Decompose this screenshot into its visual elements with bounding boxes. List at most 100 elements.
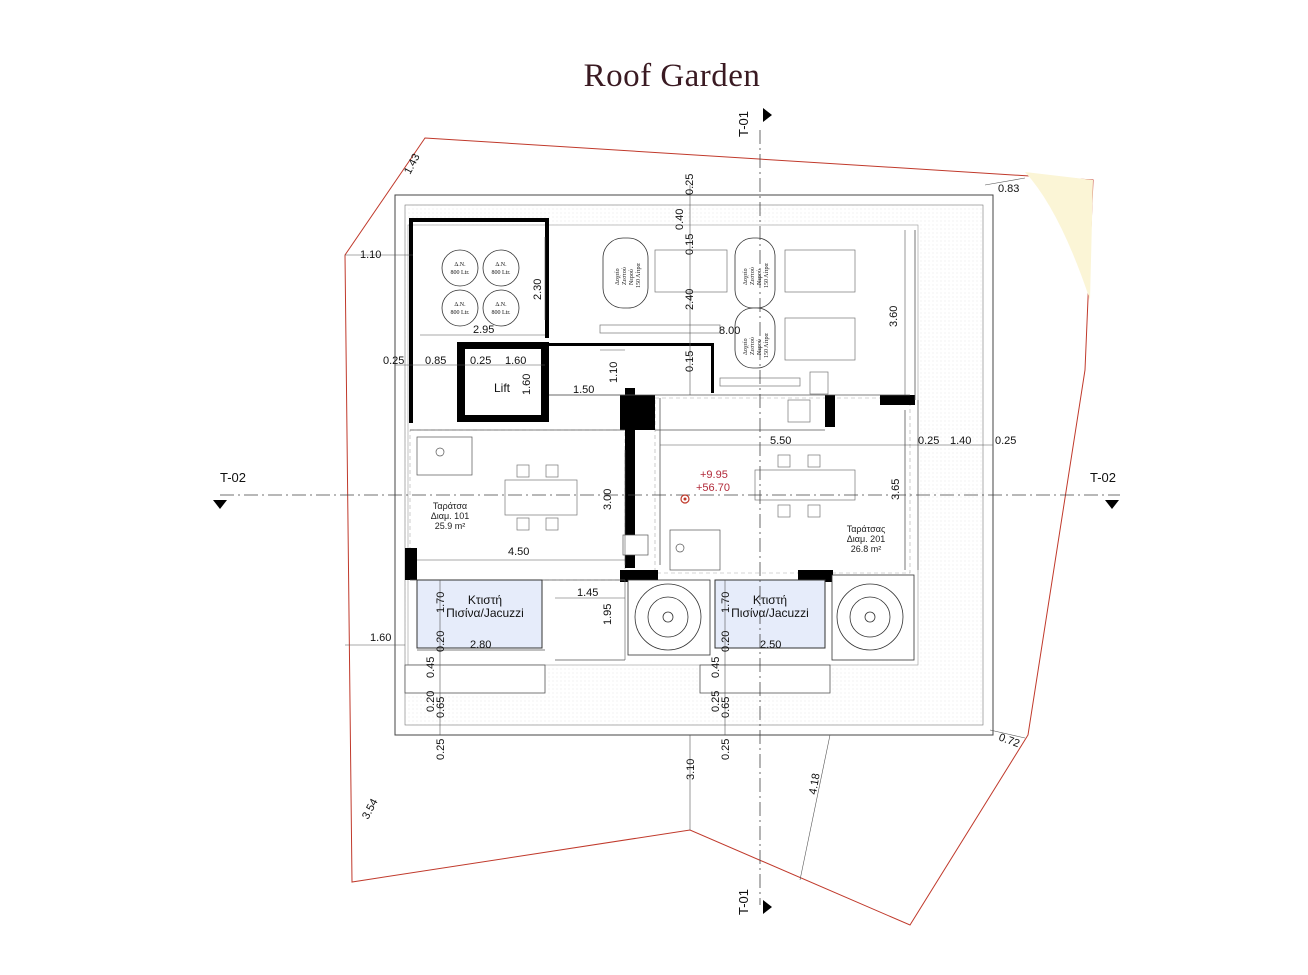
tank-2-capacity: 800 Ltr. [492,270,511,276]
dim-0-72: 0.72 [997,732,1021,751]
dim-1-60-h: 1.60 [505,355,526,367]
dim-2-80: 2.80 [470,639,491,651]
pool-left-line2: Πισίνα/Jacuzzi [446,606,524,620]
t02-right-arrow [1105,500,1119,509]
section-t01-bottom: T-01 [736,889,751,915]
dim-3-60: 3.60 [888,306,900,327]
dim-0-25-e: 0.25 [710,691,722,712]
dim-1-95: 1.95 [602,604,614,625]
boiler-3-line2: Ζεστού [750,337,756,355]
dim-8-00: 8.00 [719,325,740,337]
fixtures [416,436,721,571]
solar-panels [599,249,856,423]
pool-left-deck [404,664,546,694]
dim-1-60-v: 1.60 [521,374,533,395]
dim-0-25-c: 0.25 [918,435,939,447]
dimension-lines [345,177,1026,881]
dim-4-50: 4.50 [508,546,529,558]
tank-4-capacity: 800 Ltr. [492,310,511,316]
dim-1-43: 1.43 [402,152,423,177]
boiler-3-line1: Δοχείο [743,338,749,355]
dim-0-83: 0.83 [998,183,1019,195]
level-marker-dot [683,497,687,501]
dim-0-15-a: 0.15 [684,234,696,255]
section-t01-top: T-01 [736,111,751,137]
dim-0-40: 0.40 [674,209,686,230]
dim-1-40: 1.40 [950,435,971,447]
dim-0-20-a: 0.20 [435,631,447,652]
boiler-1-line1: Δοχείο [615,268,621,285]
tank-3-capacity: 800 Ltr. [451,310,470,316]
boiler-2-line1: Δοχείο [743,268,749,285]
dim-2-30: 2.30 [532,279,544,300]
tank-2-label: Δ.Ν. [495,262,507,268]
dim-3-65: 3.65 [890,479,902,500]
dim-2-95: 2.95 [473,324,494,336]
dim-0-20-c: 0.20 [425,691,437,712]
dim-5-50: 5.50 [770,435,791,447]
boiler-2-line4: 150 Λίτρα [764,262,770,288]
dim-1-60-left: 1.60 [370,632,391,644]
boiler-3-line4: 150 Λίτρα [764,332,770,358]
pool-right-deck [699,664,831,694]
dim-0-65-a: 0.65 [435,697,447,718]
dim-0-25-f: 0.25 [435,739,447,760]
dim-1-10-left: 1.10 [360,249,381,261]
boiler-2-line2: Ζεστού [750,267,756,285]
dim-1-10-mid: 1.10 [608,362,620,383]
terrace-right-area: 26.8 m² [851,544,882,554]
dim-0-25-b: 0.25 [470,355,491,367]
dim-0-25-d: 0.25 [995,435,1016,447]
terrace-right-unit: Διαμ. 201 [847,534,885,544]
tank-4-label: Δ.Ν. [495,302,507,308]
level-upper: +9.95 [700,469,728,481]
terrace-right-name: Ταράτσας [847,524,886,534]
spiral-stairs [627,574,915,661]
dim-2-50: 2.50 [760,639,781,651]
terrace-left-area: 25.9 m² [435,521,466,531]
dim-1-70-b: 1.70 [720,592,732,613]
tank-3-label: Δ.Ν. [454,302,466,308]
tank-1-capacity: 800 Ltr. [451,270,470,276]
lift-label: Lift [494,381,511,395]
t02-left-arrow [213,500,227,509]
dim-3-00: 3.00 [602,489,614,510]
dim-0-85: 0.85 [425,355,446,367]
water-tanks [441,249,520,327]
t01-top-arrow [763,108,772,122]
boiler-1-line4: 150 Λίτρα [636,262,642,288]
dim-0-25-a: 0.25 [383,355,404,367]
dim-0-15-b: 0.15 [684,351,696,372]
level-lower: +56.70 [696,482,730,494]
dim-1-50: 1.50 [573,384,594,396]
pool-left [416,579,543,649]
pool-right-line1: Κτιστή [753,593,787,607]
drawing-title: Roof Garden [583,58,761,94]
plot-corner-fill [1025,172,1093,300]
dim-0-25-top: 0.25 [684,174,696,195]
roof-slab-outline [394,194,994,736]
dim-3-54: 3.54 [360,797,381,822]
dim-1-70-a: 1.70 [435,592,447,613]
dim-0-45-a: 0.45 [425,657,437,678]
boiler-1-line2: Ζεστού [622,267,628,285]
hot-water-boilers [602,237,776,369]
dim-0-45-b: 0.45 [710,657,722,678]
pool-right-line2: Πισίνα/Jacuzzi [731,606,809,620]
section-t02-right: T-02 [1090,470,1116,485]
pool-left-line1: Κτιστή [468,593,502,607]
section-lines [220,130,1120,905]
terrace-left-name: Ταράτσα [433,501,467,511]
pool-right [714,579,826,649]
dim-4-18: 4.18 [807,772,823,795]
dim-2-40: 2.40 [684,289,696,310]
dim-1-45: 1.45 [577,587,598,599]
tank-1-label: Δ.Ν. [454,262,466,268]
dim-0-20-b: 0.20 [720,631,732,652]
dim-0-65-b: 0.65 [720,697,732,718]
terrace-left-unit: Διαμ. 101 [431,511,469,521]
level-marker [680,494,690,504]
dim-0-25-g: 0.25 [720,739,732,760]
section-t02-left: T-02 [220,470,246,485]
